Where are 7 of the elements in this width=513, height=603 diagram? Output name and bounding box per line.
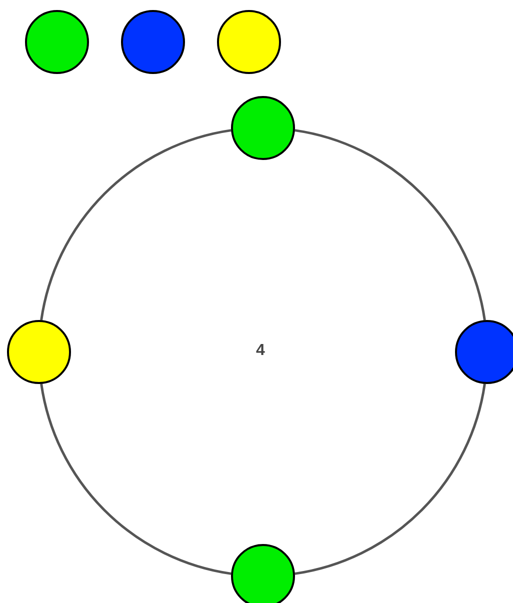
connector-line <box>294 129 486 320</box>
circle-node <box>455 320 513 384</box>
connector-line <box>40 129 232 320</box>
connector-line <box>40 384 232 575</box>
center-number: 4 <box>256 342 265 360</box>
circle-node <box>231 544 295 603</box>
connector-line <box>294 384 486 575</box>
